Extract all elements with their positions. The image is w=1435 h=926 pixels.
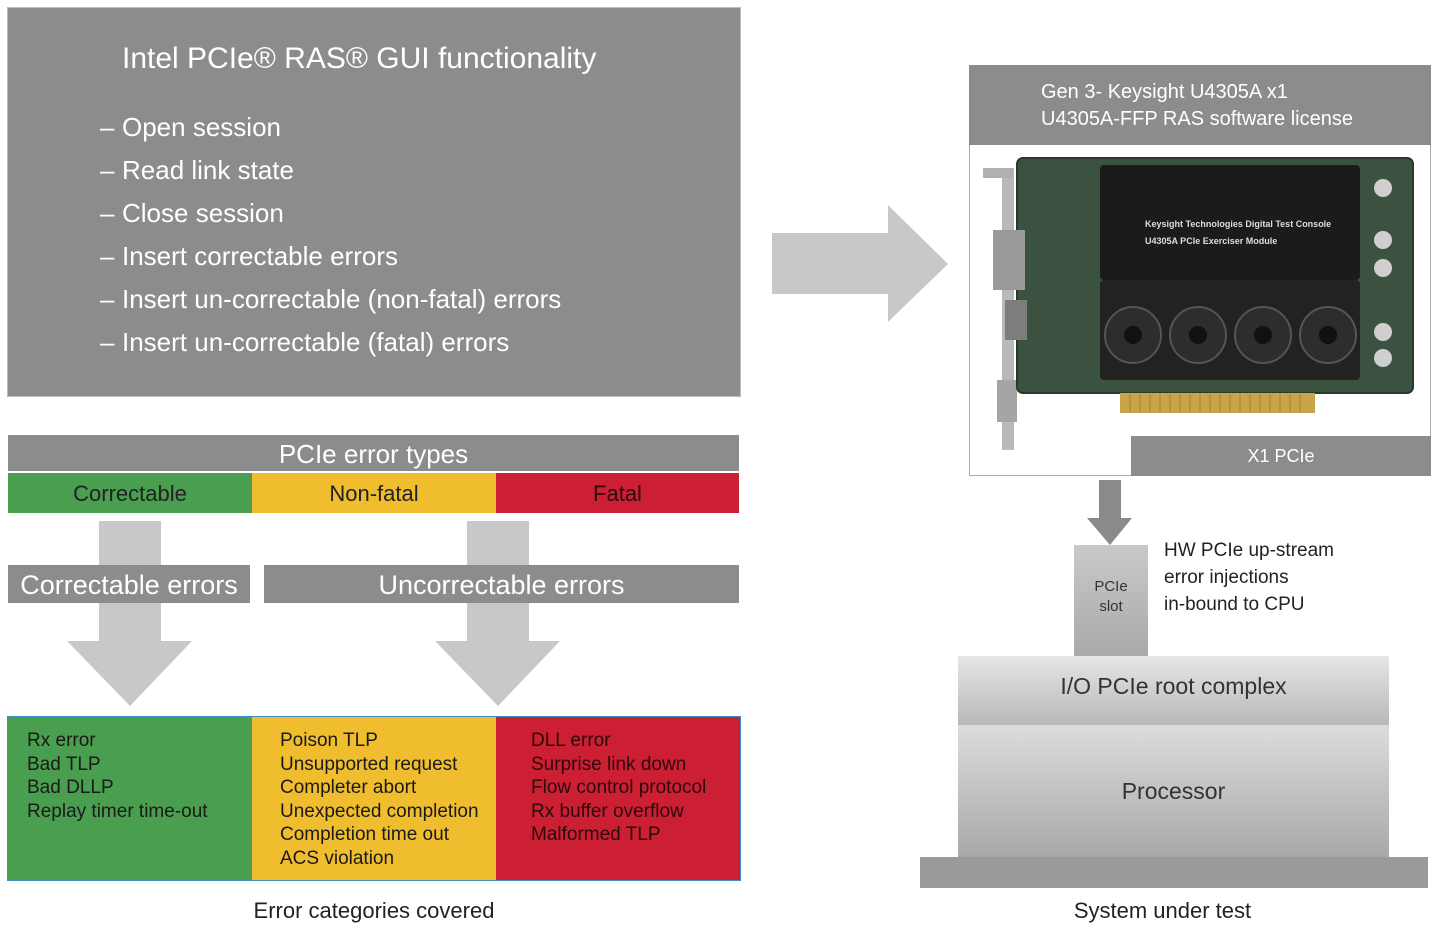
board-label: U4305A PCIe Exerciser Module [1145, 236, 1277, 246]
board-label: Keysight Technologies Digital Test Conso… [1145, 219, 1331, 229]
gui-function-label: Insert correctable errors [122, 241, 398, 271]
error-item: Completion time out [280, 824, 449, 845]
gui-function-item: –Read link state [100, 150, 561, 193]
error-item: Replay timer time-out [27, 800, 208, 822]
error-item: Malformed TLP [531, 824, 661, 845]
error-item: Surprise link down [531, 753, 687, 775]
error-item: ACS violation [280, 847, 395, 869]
card-title-line: U4305A-FFP RAS software license [1041, 108, 1353, 130]
bullet-dash: – [100, 198, 115, 228]
x1-pcie-label: X1 PCIe [1131, 436, 1431, 476]
error-item: Rx error [27, 730, 96, 751]
bullet-dash: – [100, 112, 115, 142]
error-item: Rx buffer overflow [531, 800, 684, 822]
hw-note-line: in-bound to CPU [1164, 594, 1305, 615]
fatal-error-list: DLL error Surprise link down Flow contro… [496, 716, 740, 881]
down-arrow-icon [1087, 480, 1132, 545]
uncorrectable-errors-bar: Uncorrectable errors [264, 565, 739, 603]
gui-function-item: –Open session [100, 107, 561, 150]
bullet-dash: – [100, 155, 115, 185]
gui-function-label: Insert un-correctable (non-fatal) errors [122, 284, 562, 314]
processor-block: Processor [958, 725, 1389, 858]
bullet-dash: – [100, 284, 115, 314]
bullet-dash: – [100, 327, 115, 357]
bullet-dash: – [100, 241, 115, 271]
error-item: Unsupported request [280, 753, 458, 775]
caption-system-under-test: System under test [1073, 898, 1252, 923]
card-title-line: Gen 3- Keysight U4305A x1 [1041, 81, 1288, 103]
hw-note-line: error injections [1164, 567, 1289, 588]
gui-function-label: Close session [122, 198, 284, 228]
exerciser-card-header: Gen 3- Keysight U4305A x1 U4305A-FFP RAS… [969, 65, 1431, 145]
right-arrow-icon [772, 205, 948, 322]
down-arrow-icon [67, 521, 192, 706]
hw-note-line: HW PCIe up-stream [1164, 540, 1334, 561]
type-correctable: Correctable [8, 473, 252, 513]
caption-error-categories: Error categories covered [253, 898, 495, 923]
error-item: Unexpected completion [280, 800, 479, 822]
pcie-slot-label: PCIe [1094, 578, 1128, 595]
gui-function-label: Insert un-correctable (fatal) errors [122, 327, 510, 357]
pcie-slot-label: slot [1099, 598, 1123, 615]
nonfatal-error-list: Poison TLP Unsupported request Completer… [252, 716, 496, 881]
gui-function-item: –Insert un-correctable (non-fatal) error… [100, 279, 561, 322]
error-item: Completer abort [280, 777, 417, 798]
error-item: Poison TLP [280, 730, 378, 751]
correctable-error-list: Rx error Bad TLP Bad DLLP Replay timer t… [8, 716, 252, 881]
gui-function-item: –Insert correctable errors [100, 236, 561, 279]
error-table-border [7, 716, 741, 881]
system-base-plate [920, 857, 1428, 888]
correctable-errors-bar: Correctable errors [8, 565, 250, 603]
error-item: Bad TLP [27, 753, 101, 775]
gui-function-list: –Open session –Read link state –Close se… [100, 107, 561, 365]
gui-function-label: Read link state [122, 155, 294, 185]
gui-functionality-panel [7, 7, 741, 397]
error-item: Bad DLLP [27, 777, 114, 798]
down-arrow-icon [435, 521, 560, 706]
type-fatal: Fatal [496, 473, 739, 513]
gui-panel-title: Intel PCIe® RAS® GUI functionality [122, 42, 597, 75]
type-nonfatal: Non-fatal [252, 473, 496, 513]
error-item: Flow control protocol [531, 777, 707, 798]
error-types-header: PCIe error types [8, 435, 739, 471]
gui-function-label: Open session [122, 112, 281, 142]
pcie-slot: PCIe slot [1074, 545, 1148, 657]
hw-injection-note: HW PCIe up-stream error injections in-bo… [1164, 537, 1334, 618]
io-pcie-root-complex: I/O PCIe root complex [958, 656, 1389, 725]
gui-function-item: –Insert un-correctable (fatal) errors [100, 322, 561, 365]
gui-function-item: –Close session [100, 193, 561, 236]
error-item: DLL error [531, 730, 611, 751]
pcie-exerciser-board-image: Keysight Technologies Digital Test Conso… [983, 157, 1414, 450]
